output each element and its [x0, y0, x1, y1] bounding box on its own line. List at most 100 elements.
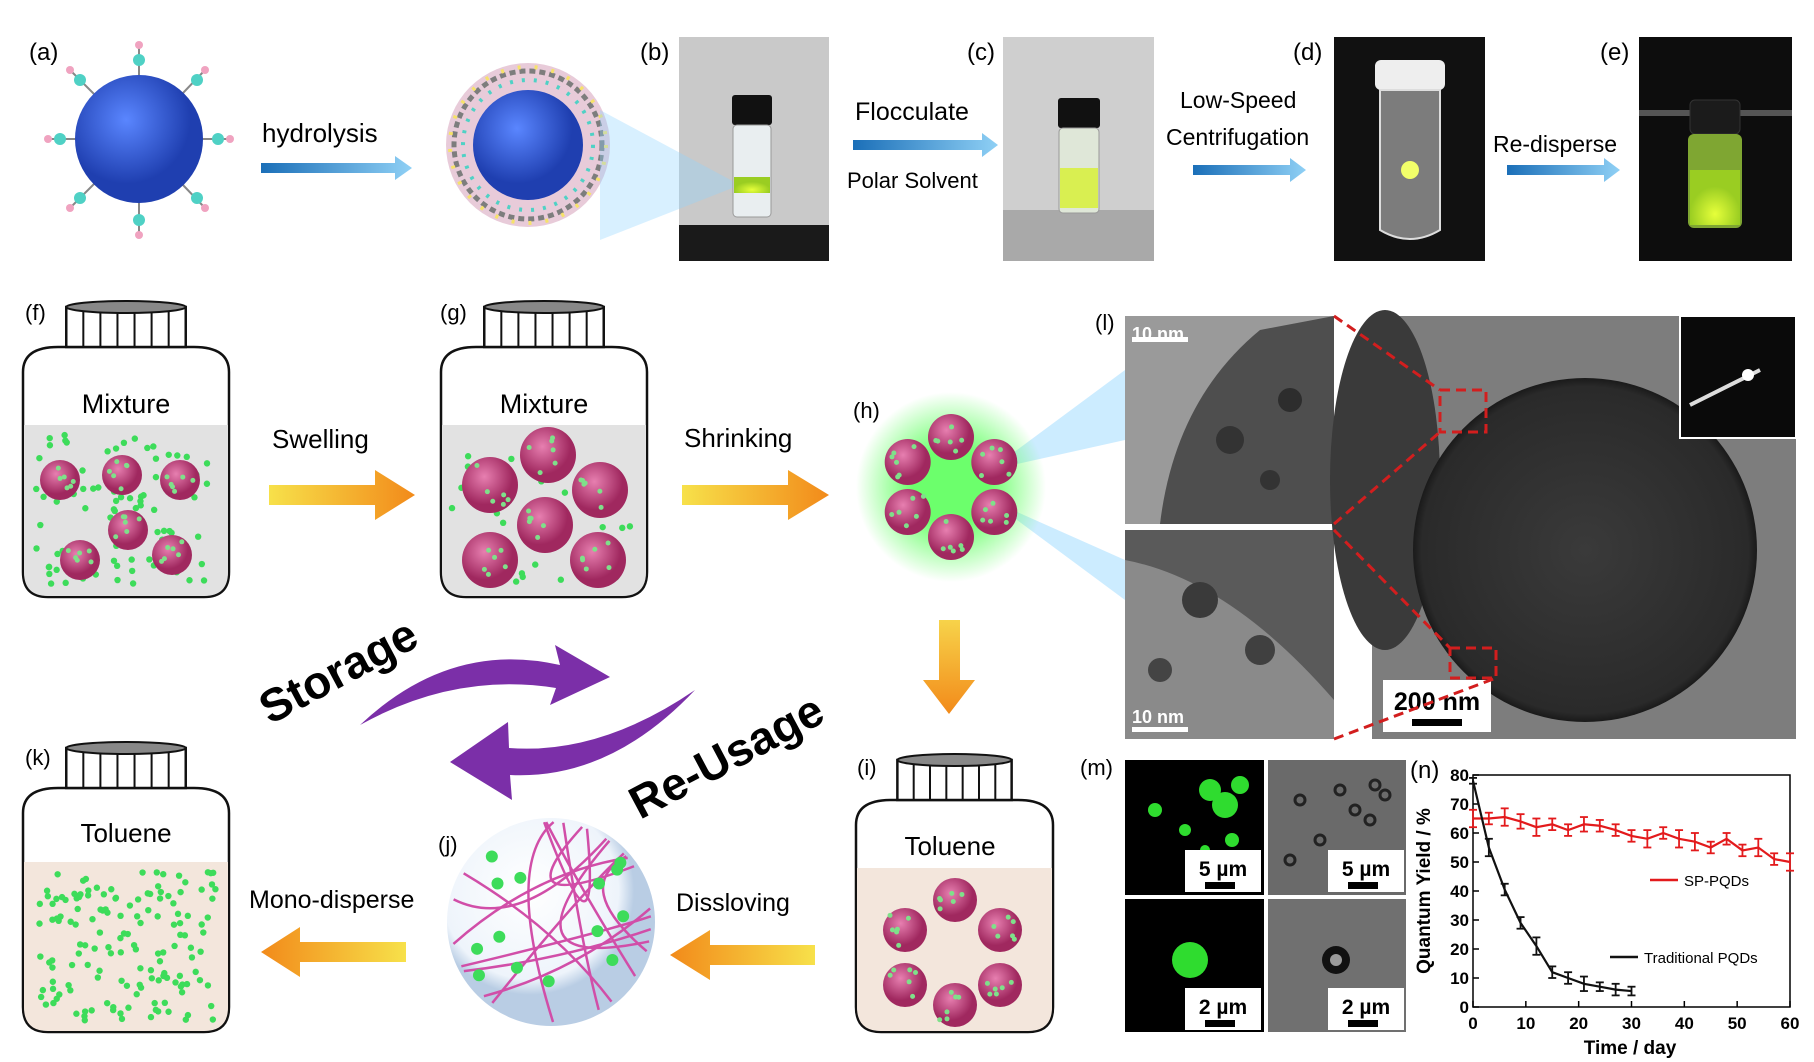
panel-label-m: (m) [1080, 755, 1113, 780]
data-point-traditional-pqds [1627, 985, 1636, 997]
quantum-dot [606, 953, 619, 966]
polymer-sphere [60, 540, 100, 580]
x-tick-label: 40 [1675, 1014, 1694, 1033]
arrow-left-icon [670, 930, 815, 980]
data-point-sp-pqds [1722, 832, 1731, 846]
y-tick-label: 10 [1450, 969, 1469, 988]
y-tick-label: 20 [1450, 940, 1469, 959]
arrow-right-icon [1507, 158, 1620, 182]
monodisperse-label: Mono-disperse [249, 886, 414, 914]
arrow-right-icon [261, 156, 412, 180]
quantum-dot-cluster-illustration [856, 370, 1125, 600]
tem-scale-top: 10 nm [1132, 324, 1184, 344]
quantum-dot [591, 925, 604, 938]
data-point-sp-pqds [1770, 852, 1779, 866]
data-point-traditional-pqds [1500, 882, 1509, 897]
polymer-sphere [884, 489, 931, 535]
panel-label-c: (c) [967, 39, 995, 66]
vial-photo-b [600, 37, 829, 261]
x-tick-label: 60 [1781, 1014, 1800, 1033]
scale-label-m3: 2 µm [1199, 996, 1247, 1019]
data-point-sp-pqds [1532, 817, 1541, 837]
centrifugation-label: Centrifugation [1166, 124, 1309, 150]
flocculate-label: Flocculate [855, 98, 969, 126]
quantum-dot [617, 910, 630, 923]
arrow-right-icon [1193, 158, 1306, 182]
data-point-sp-pqds [1579, 816, 1588, 833]
data-point-traditional-pqds [1469, 777, 1477, 785]
polymer-sphere [160, 460, 200, 500]
polymer-chain [545, 821, 637, 977]
low-speed-label: Low-Speed [1180, 87, 1296, 113]
jar-g [439, 300, 649, 599]
quantum-dot [593, 877, 606, 890]
dissloving-label: Dissloving [676, 889, 790, 917]
polymer-chain [527, 821, 555, 1023]
polymer-sphere [928, 414, 974, 460]
fluorescence-image-1 [1125, 760, 1264, 895]
polymer-sphere [883, 963, 927, 1007]
tem-scale-bottom: 10 nm [1132, 707, 1184, 727]
dissolved-polymer-illustration [447, 818, 655, 1026]
jar-lid-top [896, 753, 1013, 767]
jar-lid-top [483, 300, 605, 314]
quantum-dot [472, 969, 485, 982]
panel-label-a: (a) [29, 39, 58, 66]
data-point-traditional-pqds [1532, 936, 1541, 956]
tem-image-top [1125, 316, 1334, 524]
scale-label-m1: 5 µm [1199, 858, 1247, 881]
nanoparticle-ligand-illustration [44, 41, 234, 239]
legend-label-sp-pqds: SP-PQDs [1684, 873, 1749, 890]
reusage-label: Re-Usage [620, 683, 832, 829]
data-point-sp-pqds [1786, 852, 1794, 872]
hydrolysis-label: hydrolysis [262, 118, 378, 148]
tem-scale-large: 200 nm [1394, 688, 1480, 716]
y-tick-label: 50 [1450, 853, 1469, 872]
scale-label-m4: 2 µm [1342, 996, 1390, 1019]
quantum-dot [493, 930, 506, 943]
y-tick-label: 70 [1450, 795, 1469, 814]
x-tick-label: 30 [1622, 1014, 1641, 1033]
brightfield-image-2 [1268, 899, 1406, 1032]
vial-photo-d [1334, 37, 1485, 261]
diffraction-inset [1679, 315, 1797, 439]
data-point-sp-pqds [1643, 829, 1652, 849]
data-point-sp-pqds [1548, 817, 1557, 831]
legend-label-traditional-pqds: Traditional PQDs [1644, 950, 1758, 967]
data-point-traditional-pqds [1548, 965, 1557, 979]
x-tick-label: 50 [1728, 1014, 1747, 1033]
panel-label-f: (f) [25, 300, 46, 325]
polymer-sphere [570, 532, 626, 588]
polymer-sphere [978, 908, 1022, 952]
arrow-right-icon [269, 470, 415, 520]
polar-solvent-label: Polar Solvent [847, 168, 978, 193]
data-point-sp-pqds [1659, 826, 1668, 840]
arrow-left-icon [261, 927, 406, 977]
shrinking-label: Shrinking [684, 423, 792, 453]
y-tick-label: 60 [1450, 824, 1469, 843]
tem-image-bottom [1125, 530, 1334, 739]
panel-label-e: (e) [1600, 39, 1629, 66]
jar-i [854, 753, 1055, 1034]
jar-lid-top [65, 741, 187, 755]
y-tick-label: 40 [1450, 882, 1469, 901]
data-point-sp-pqds [1595, 819, 1604, 833]
jar-i-label: Toluene [904, 831, 995, 861]
polymer-chain [461, 915, 652, 968]
jar-k [21, 741, 231, 1034]
quantum-dot [614, 856, 627, 869]
arrow-down-icon [923, 620, 975, 714]
vial-photo-c [1003, 37, 1154, 261]
data-point-sp-pqds [1484, 811, 1493, 826]
polymer-chain [491, 852, 625, 1004]
data-point-sp-pqds [1516, 813, 1525, 830]
x-tick-label: 0 [1468, 1014, 1477, 1033]
polymer-sphere [971, 439, 1018, 485]
polymer-chain [453, 837, 608, 910]
panel-label-i: (i) [857, 755, 877, 780]
y-tick-label: 0 [1460, 998, 1469, 1017]
polymer-chain [463, 928, 652, 973]
polymer-sphere [462, 457, 518, 513]
polymer-sphere [933, 983, 977, 1027]
polymer-sphere [978, 963, 1022, 1007]
